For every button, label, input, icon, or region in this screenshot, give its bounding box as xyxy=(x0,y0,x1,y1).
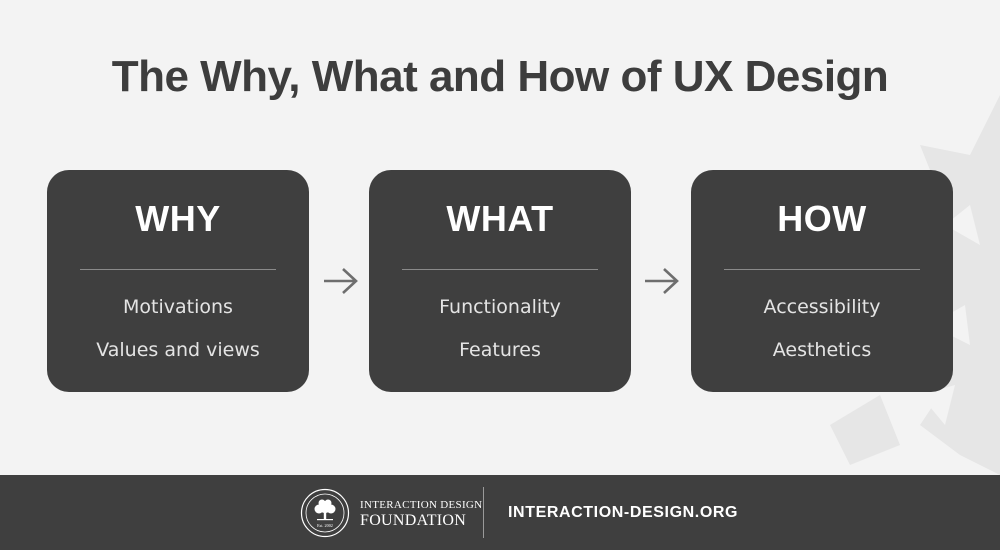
card-heading: WHY xyxy=(135,198,221,239)
card-item: Accessibility xyxy=(763,296,881,318)
card-item: Functionality xyxy=(439,296,561,318)
card-heading: HOW xyxy=(777,198,867,239)
card-why: WHY Motivations Values and views xyxy=(47,170,309,392)
card-item: Features xyxy=(459,339,541,361)
card-how: HOW Accessibility Aesthetics xyxy=(691,170,953,392)
foundation-logo-text: INTERACTION DESIGN FOUNDATION xyxy=(360,499,482,530)
card-divider xyxy=(80,269,276,270)
logo-line-2: FOUNDATION xyxy=(360,512,467,529)
page-title: The Why, What and How of UX Design xyxy=(111,52,889,101)
logo-line-1: INTERACTION DESIGN xyxy=(360,499,483,511)
card-item: Values and views xyxy=(96,339,260,361)
arrow-right-icon xyxy=(324,268,358,294)
footer-divider xyxy=(483,487,484,538)
card-heading: WHAT xyxy=(446,198,554,239)
website-link[interactable]: INTERACTION-DESIGN.ORG xyxy=(508,504,739,521)
foundation-seal-logo: Est. 2002 xyxy=(300,488,350,538)
footer: Est. 2002 INTERACTION DESIGN FOUNDATION … xyxy=(0,475,1000,550)
card-what: WHAT Functionality Features xyxy=(369,170,631,392)
seal-text: Est. 2002 xyxy=(317,523,333,528)
card-divider xyxy=(724,269,920,270)
card-item: Motivations xyxy=(123,296,233,318)
card-divider xyxy=(402,269,598,270)
arrow-right-icon xyxy=(645,268,679,294)
card-item: Aesthetics xyxy=(772,339,872,361)
